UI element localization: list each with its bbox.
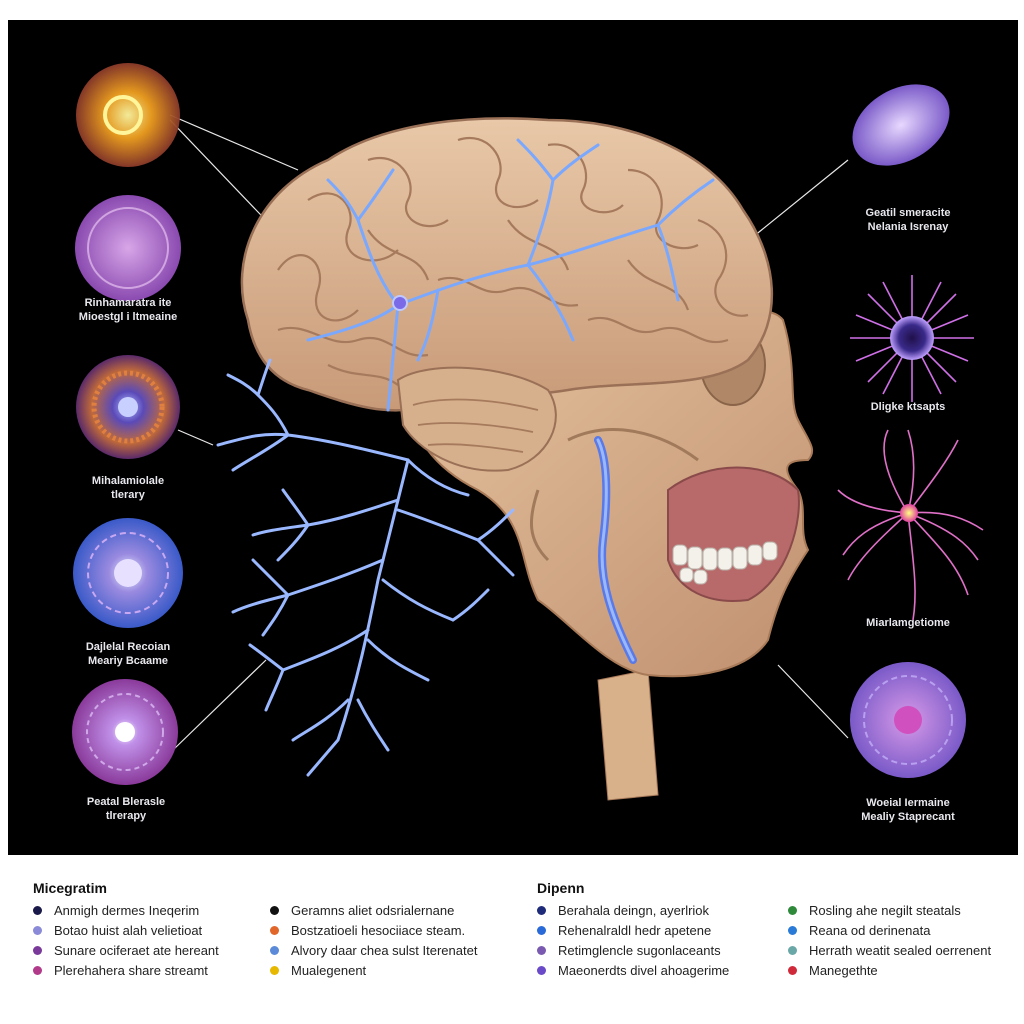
brain-vessels	[306, 138, 715, 412]
legend-dot	[270, 945, 279, 955]
legend-item-label: Anmigh dermes Ineqerim	[54, 902, 200, 918]
legend-item: Alvory daar chea sulst Iterenatet	[270, 940, 477, 960]
legend-dot	[33, 965, 42, 975]
legend-dot	[537, 925, 546, 935]
legend-dot	[33, 945, 42, 955]
legend-dot	[270, 965, 279, 975]
legend-dot	[270, 925, 279, 935]
legend-item-label: Manegethte	[809, 962, 878, 978]
legend-dot	[33, 925, 42, 935]
legend-column-2: Geramns aliet odsrialernane Bostzatioeli…	[270, 900, 477, 980]
legend-item: Berahala deingn, ayerlriok	[537, 900, 729, 920]
legend-dot	[33, 905, 42, 915]
legend-item: Rehenalraldl hedr apetene	[537, 920, 729, 940]
legend-item-label: Botao huist alah velietioat	[54, 922, 203, 938]
legend-item-label: Retimglencle sugonlaceants	[558, 942, 721, 958]
brain-illustration	[72, 63, 984, 801]
neural-node	[392, 295, 408, 311]
spinal-cord	[597, 669, 659, 801]
legend-title-right: Dipenn	[537, 880, 585, 896]
legend-dot	[788, 945, 797, 955]
legend-item-label: Plerehahera share streamt	[54, 962, 208, 978]
legend-item-label: Maeonerdts divel ahoagerime	[558, 962, 730, 978]
legend-item-label: Herrath weatit sealed oerrenent	[809, 942, 992, 958]
legend-item-label: Bostzatioeli hesociiace steam.	[291, 922, 466, 938]
legend-item: Anmigh dermes Ineqerim	[33, 900, 219, 920]
label-right-2: Dligke ktsapts	[870, 401, 946, 413]
legend-item: Manegethte	[788, 960, 991, 980]
legend-item-label: Rosling ahe negilt steatals	[809, 902, 961, 918]
legend-title-left: Micegratim	[33, 880, 107, 896]
legend-item: Bostzatioeli hesociiace steam.	[270, 920, 477, 940]
cerebellum	[396, 366, 557, 472]
cell-neuron-body	[900, 504, 918, 522]
legend-dot	[788, 925, 797, 935]
neural-tree	[216, 358, 515, 777]
legend-item-label: Rehenalraldl hedr apetene	[558, 922, 712, 938]
legend-item: Rosling ahe negilt steatals	[788, 900, 991, 920]
cell-blue	[73, 518, 183, 628]
legend-dot	[537, 905, 546, 915]
legend-item: Sunare ociferaet ate hereant	[33, 940, 219, 960]
legend-item: Geramns aliet odsrialernane	[270, 900, 477, 920]
legend-dot	[537, 945, 546, 955]
cell-magenta	[72, 679, 178, 785]
legend-item: Maeonerdts divel ahoagerime	[537, 960, 729, 980]
legend-dot	[788, 905, 797, 915]
cell-neuron	[837, 429, 984, 621]
cell-orange	[76, 63, 180, 167]
legend: Micegratim Dipenn Anmigh dermes Ineqerim…	[0, 862, 1024, 1024]
legend-item-label: Mualegenent	[291, 962, 367, 978]
legend-item-label: Berahala deingn, ayerlriok	[558, 902, 710, 918]
legend-item: Reana od derinenata	[788, 920, 991, 940]
legend-item-label: Geramns aliet odsrialernane	[291, 902, 455, 918]
legend-item-label: Sunare ociferaet ate hereant	[54, 942, 219, 958]
cell-bean	[852, 84, 950, 166]
legend-item: Mualegenent	[270, 960, 477, 980]
brain-folds	[277, 137, 749, 386]
cell-star-nucleus	[890, 316, 934, 360]
teeth	[672, 541, 778, 585]
legend-item: Botao huist alah velietioat	[33, 920, 219, 940]
cell-ring	[76, 355, 180, 459]
legend-dot	[270, 905, 279, 915]
label-right-3: Miarlamgetiome	[866, 617, 950, 629]
legend-dot	[788, 965, 797, 975]
legend-item: Herrath weatit sealed oerrenent	[788, 940, 991, 960]
legend-item-label: Reana od derinenata	[809, 922, 931, 938]
cell-purple	[850, 662, 966, 778]
legend-column-1: Anmigh dermes Ineqerim Botao huist alah …	[33, 900, 219, 980]
legend-dot	[537, 965, 546, 975]
legend-column-3: Berahala deingn, ayerlriok Rehenalraldl …	[537, 900, 729, 980]
legend-item-label: Alvory daar chea sulst Iterenatet	[291, 942, 478, 958]
legend-column-4: Rosling ahe negilt steatals Reana od der…	[788, 900, 991, 980]
legend-item: Retimglencle sugonlaceants	[537, 940, 729, 960]
legend-item: Plerehahera share streamt	[33, 960, 219, 980]
cell-pink	[75, 195, 181, 301]
brain	[240, 117, 773, 412]
